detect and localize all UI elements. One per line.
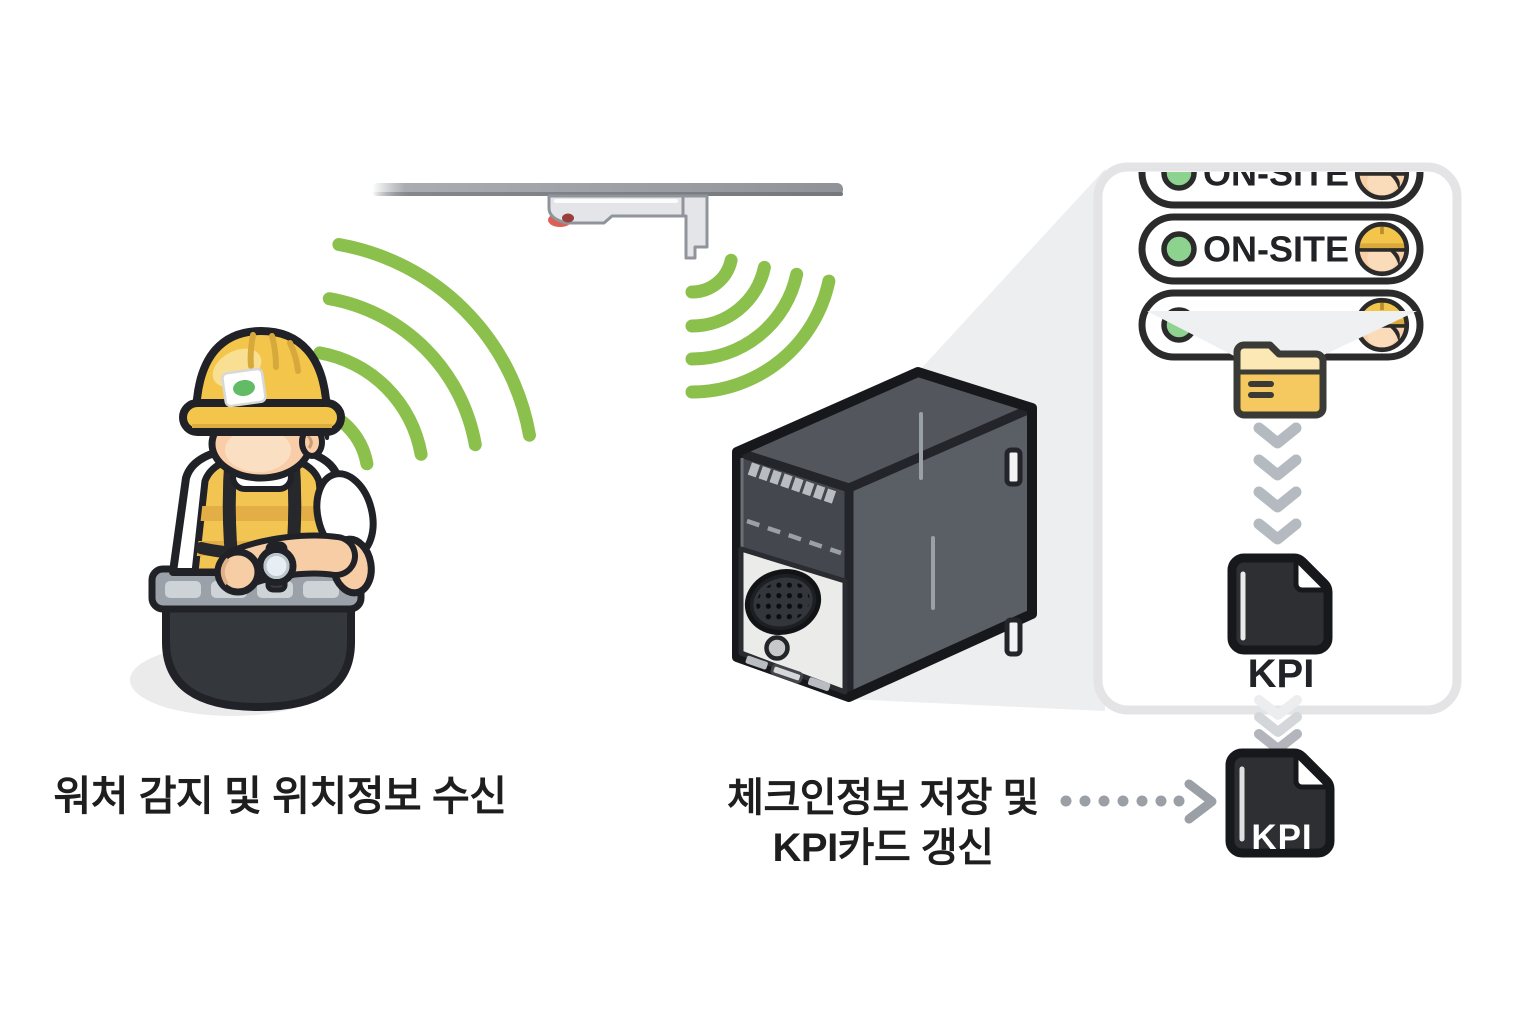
kpi-file-label: KPI	[1248, 652, 1315, 696]
funnel-shape	[1147, 311, 1417, 359]
center-caption-line1: 체크인정보 저장 및	[727, 776, 1039, 820]
ceiling-bar	[372, 183, 843, 196]
ceiling-sensor-icon	[547, 194, 709, 260]
kpi-file-text: KPI	[1251, 818, 1312, 857]
server-tower-icon	[732, 367, 1037, 702]
server-handle	[1004, 617, 1023, 657]
kpi-file-icon	[1227, 553, 1333, 655]
server-vents	[747, 462, 837, 504]
status-pill-label: ON-SITE	[1203, 229, 1349, 270]
center-caption-line2: KPI카드 갱신	[772, 826, 995, 870]
server-speaker-grille	[744, 569, 822, 635]
construction-worker-illustration	[130, 327, 377, 716]
folder-icon	[1233, 341, 1327, 419]
chevron-down-icon	[1253, 422, 1302, 545]
green-status-dot	[1161, 231, 1197, 267]
wifi-signal-icon	[685, 253, 836, 399]
center-caption: 체크인정보 저장 및 KPI카드 갱신	[700, 773, 1066, 873]
status-pill: ON-SITE	[1138, 153, 1424, 209]
left-caption: 워처 감지 및 위치정보 수신	[53, 773, 507, 819]
green-status-dot	[1161, 172, 1197, 191]
wifi-signal-icon	[303, 238, 536, 471]
status-pill-label: ON-SITE	[1203, 153, 1349, 194]
status-pill: ON-SITE	[1138, 213, 1424, 285]
server-button	[764, 635, 790, 661]
helmet-sticker	[221, 367, 267, 408]
dotted-arrow-right	[1060, 779, 1217, 824]
kpi-file-icon: KPI	[1225, 748, 1335, 858]
server-handle	[1004, 447, 1023, 487]
